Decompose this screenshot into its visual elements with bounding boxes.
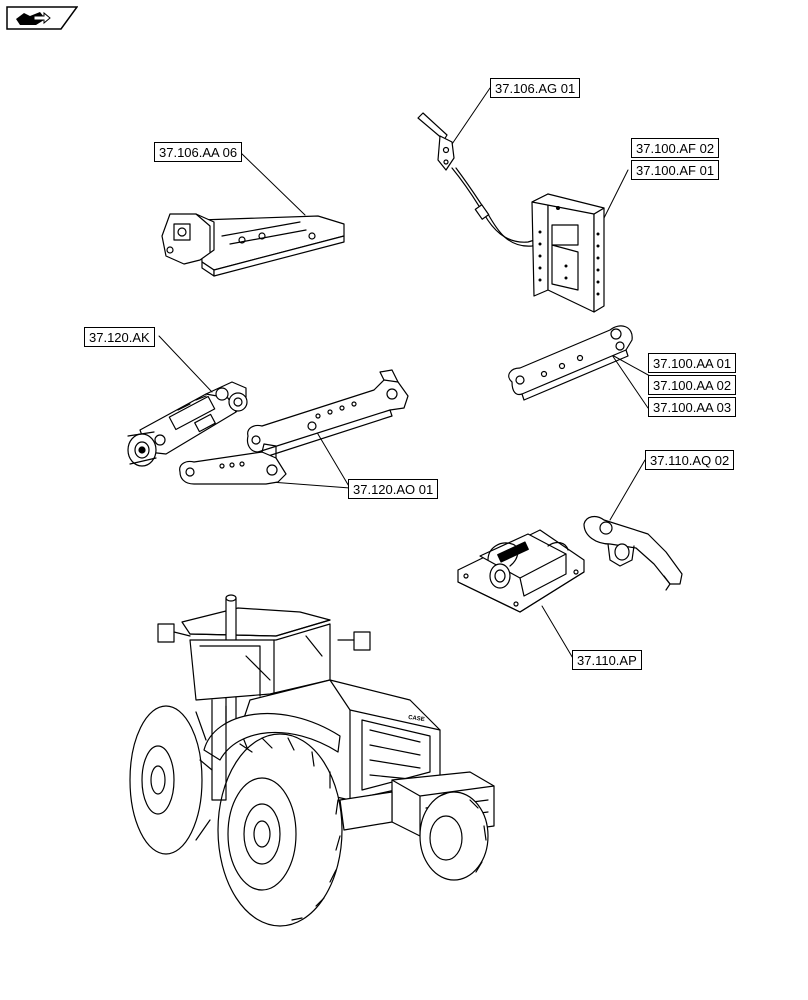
callout-37-100-af-01[interactable]: 37.100.AF 01 [631,160,720,180]
callout-37-110-ap[interactable]: 37.110.AP [572,650,642,670]
back-arrow-icon [6,6,78,30]
callout-37-100-aa-02[interactable]: 37.100.AA 02 [648,375,737,395]
lever-cable-part [418,113,550,246]
drawbar-part [509,326,632,400]
bracket-part [162,214,344,276]
back-button[interactable] [6,6,78,30]
hitch-frame-part [532,194,604,312]
link-arms-part [180,370,408,484]
callout-37-100-af-02[interactable]: 37.100.AF 02 [631,138,720,158]
lift-housing-part [458,530,584,612]
callout-37-120-ak[interactable]: 37.120.AK [84,327,155,347]
callout-37-100-aa-01[interactable]: 37.100.AA 01 [648,353,737,373]
lift-arm-part [584,517,682,590]
cylinder-part [128,382,247,466]
callout-37-106-aa-06[interactable]: 37.106.AA 06 [154,142,243,162]
callout-37-100-aa-03[interactable]: 37.100.AA 03 [648,397,737,417]
callout-37-110-aq-02[interactable]: 37.110.AQ 02 [645,450,735,470]
callout-37-106-ag-01[interactable]: 37.106.AG 01 [490,78,581,98]
tractor-illustration [130,595,494,926]
callout-37-120-ao-01[interactable]: 37.120.AO 01 [348,479,439,499]
